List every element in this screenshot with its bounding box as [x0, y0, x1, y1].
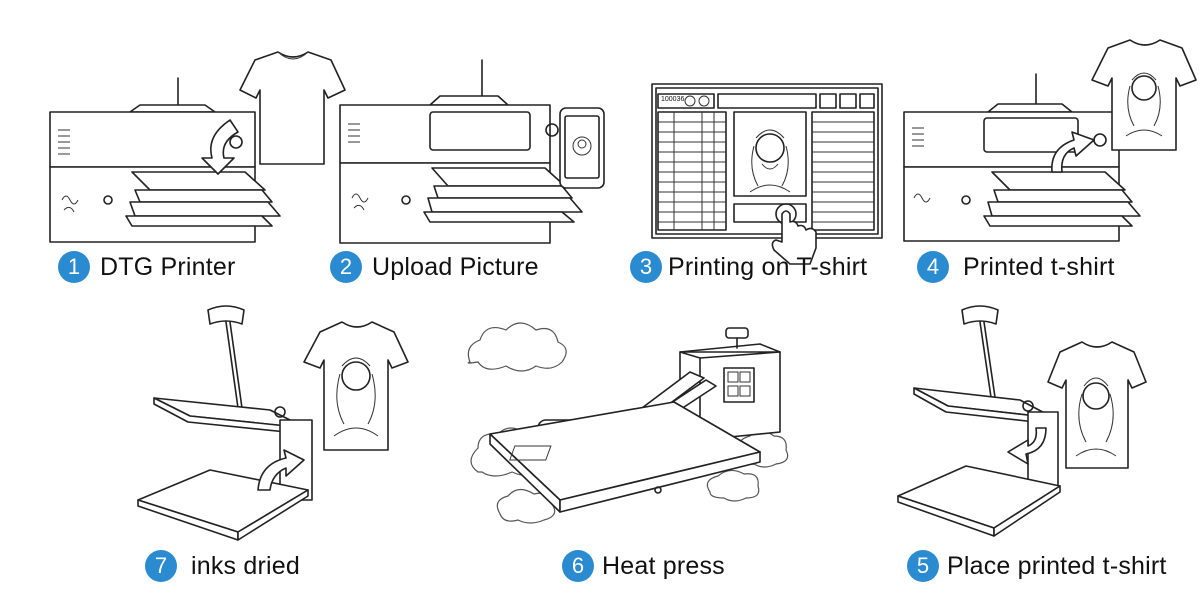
step-badge: 5	[907, 550, 939, 582]
curved-arrow-icon	[1007, 427, 1047, 465]
step-badge: 3	[630, 251, 662, 283]
printer-icon	[49, 77, 281, 243]
step-caption: 4 Printed t-shirt	[917, 251, 1115, 283]
step-caption: 5 Place printed t-shirt	[907, 550, 1167, 582]
heat-press-icon	[897, 305, 1061, 537]
curved-arrow-icon	[1051, 131, 1095, 173]
printer-icon	[339, 59, 583, 244]
step-caption: 6 Heat press	[562, 550, 725, 582]
steam-cloud-icon	[467, 322, 789, 524]
computer-screen-icon	[651, 83, 883, 239]
step-caption: 7 inks dried	[145, 550, 300, 582]
heat-press-icon	[489, 327, 781, 513]
step-badge: 1	[58, 251, 90, 283]
panel-printed-tshirt	[900, 39, 1200, 242]
panel-place-tshirt	[890, 300, 1190, 550]
tshirt-icon	[1047, 341, 1147, 469]
panel-inks-dried	[130, 300, 430, 550]
step-label: Upload Picture	[372, 252, 539, 281]
printer-icon	[903, 73, 1141, 242]
step-label: DTG Printer	[100, 252, 236, 281]
step-label: Heat press	[602, 551, 725, 580]
step-label: Printed t-shirt	[963, 252, 1115, 281]
curved-arrow-icon	[201, 119, 239, 175]
hand-pointer-icon	[771, 203, 817, 265]
tshirt-icon	[303, 321, 409, 451]
curved-arrow-icon	[257, 449, 305, 491]
step-label: Printing on T-shirt	[668, 252, 868, 281]
screen-code-label: 100036	[661, 96, 685, 103]
tshirt-icon	[239, 51, 346, 165]
step-caption: 3 Printing on T-shirt	[630, 251, 867, 283]
step-badge: 2	[330, 251, 362, 283]
panel-dtg-printer	[40, 50, 346, 243]
step-badge: 4	[917, 251, 949, 283]
step-badge: 6	[562, 550, 594, 582]
step-caption: 2 Upload Picture	[330, 251, 539, 283]
panel-printing-software	[650, 82, 890, 265]
panel-upload-picture	[330, 50, 620, 244]
step-label: inks dried	[191, 551, 300, 580]
step-label: Place printed t-shirt	[947, 551, 1167, 580]
step-badge: 7	[145, 550, 177, 582]
phone-icon	[559, 107, 605, 189]
panel-heat-press	[460, 322, 800, 542]
tshirt-icon	[1091, 39, 1197, 151]
step-caption: 1 DTG Printer	[58, 251, 236, 283]
